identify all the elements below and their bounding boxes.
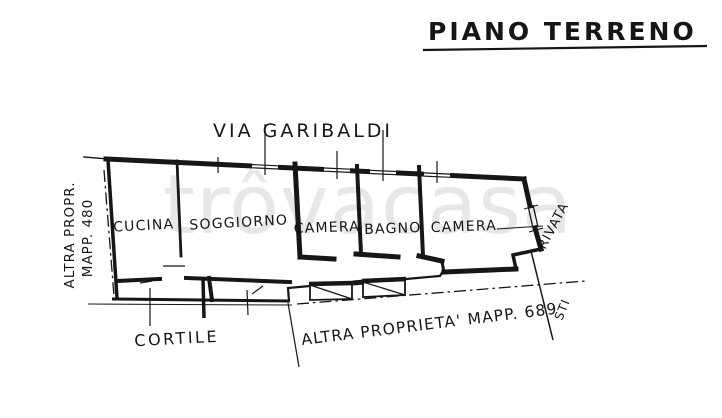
bottom-wall-soggiorno-left: [114, 276, 163, 284]
left-boundary-dashdot: [103, 169, 115, 297]
fence-post: [201, 277, 206, 319]
bottom-wall-right: [441, 266, 519, 275]
courtyard-walls: [87, 277, 293, 326]
right-wall-window: [496, 204, 544, 233]
title-underline: [422, 44, 708, 52]
left-boundary-label-line2: MAPP. 480: [80, 199, 96, 277]
bottom-boundary-dashdot: [296, 280, 587, 305]
right-street-line: [530, 250, 554, 341]
door-swing-tick: [251, 285, 264, 295]
bottom-wall-mid-3: [297, 254, 337, 262]
stairs2-diagonal: [362, 281, 406, 296]
bottom-step: [440, 260, 446, 274]
fence-tick: [246, 289, 249, 316]
stairs2-outline: [362, 280, 406, 298]
stairs2-top-wall: [361, 276, 407, 284]
cortile-post: [206, 275, 215, 303]
room-label-cucina: CUCINA: [113, 216, 175, 235]
courtyard-label: CORTILE: [134, 327, 220, 350]
right-wall-upper: [521, 176, 533, 209]
stairs1-top-wall: [308, 280, 354, 287]
stairs-link-wall-right: [405, 270, 444, 281]
wall-camera-bagno: [354, 163, 364, 257]
courtyard-baseline: [87, 303, 293, 306]
window-tick: [528, 227, 544, 233]
page-title: PIANO TERRENO: [428, 17, 697, 46]
room-label-bagno: BAGNO: [364, 220, 422, 238]
stairs1-outline: [309, 284, 353, 301]
boundary-leader: [287, 302, 300, 368]
interior-walls: [175, 159, 426, 303]
stairs-link-wall: [286, 284, 311, 302]
door-marks: [139, 265, 264, 295]
room-label-soggiorno: SOGGIORNO: [189, 212, 288, 233]
title-block: PIANO TERRENO: [422, 17, 708, 52]
wall-bagno-camera2: [416, 164, 426, 259]
rear-stairs: [286, 270, 444, 302]
stairs1-diagonal: [309, 284, 353, 300]
left-wall: [106, 158, 119, 300]
bottom-boundary-label: ALTRA PROPRIETA' MAPP. 689: [300, 300, 558, 349]
window-tick: [523, 204, 539, 210]
door-leaf-south: [139, 280, 153, 284]
window-glass: [527, 204, 539, 229]
left-boundary-label: ALTRA PROPR. MAPP. 480: [62, 182, 96, 289]
wall-soggiorno-camera: [292, 161, 303, 260]
top-wall-windows: [217, 124, 451, 183]
room-labels: CUCINA SOGGIORNO CAMERA BAGNO CAMERA: [113, 212, 497, 238]
right-wall-lower: [531, 224, 545, 253]
room-label-camera-1: CAMERA: [293, 219, 360, 237]
camera2-leader-line: [496, 225, 544, 230]
room-label-camera-2: CAMERA: [430, 218, 497, 236]
courtyard-south-wall: [111, 297, 291, 303]
wall-cucina-soggiorno: [175, 159, 183, 258]
street-label: VIA GARIBALDI: [213, 120, 393, 142]
boundary-lines: [103, 169, 587, 368]
left-boundary-label-line1: ALTRA PROPR.: [62, 182, 78, 289]
